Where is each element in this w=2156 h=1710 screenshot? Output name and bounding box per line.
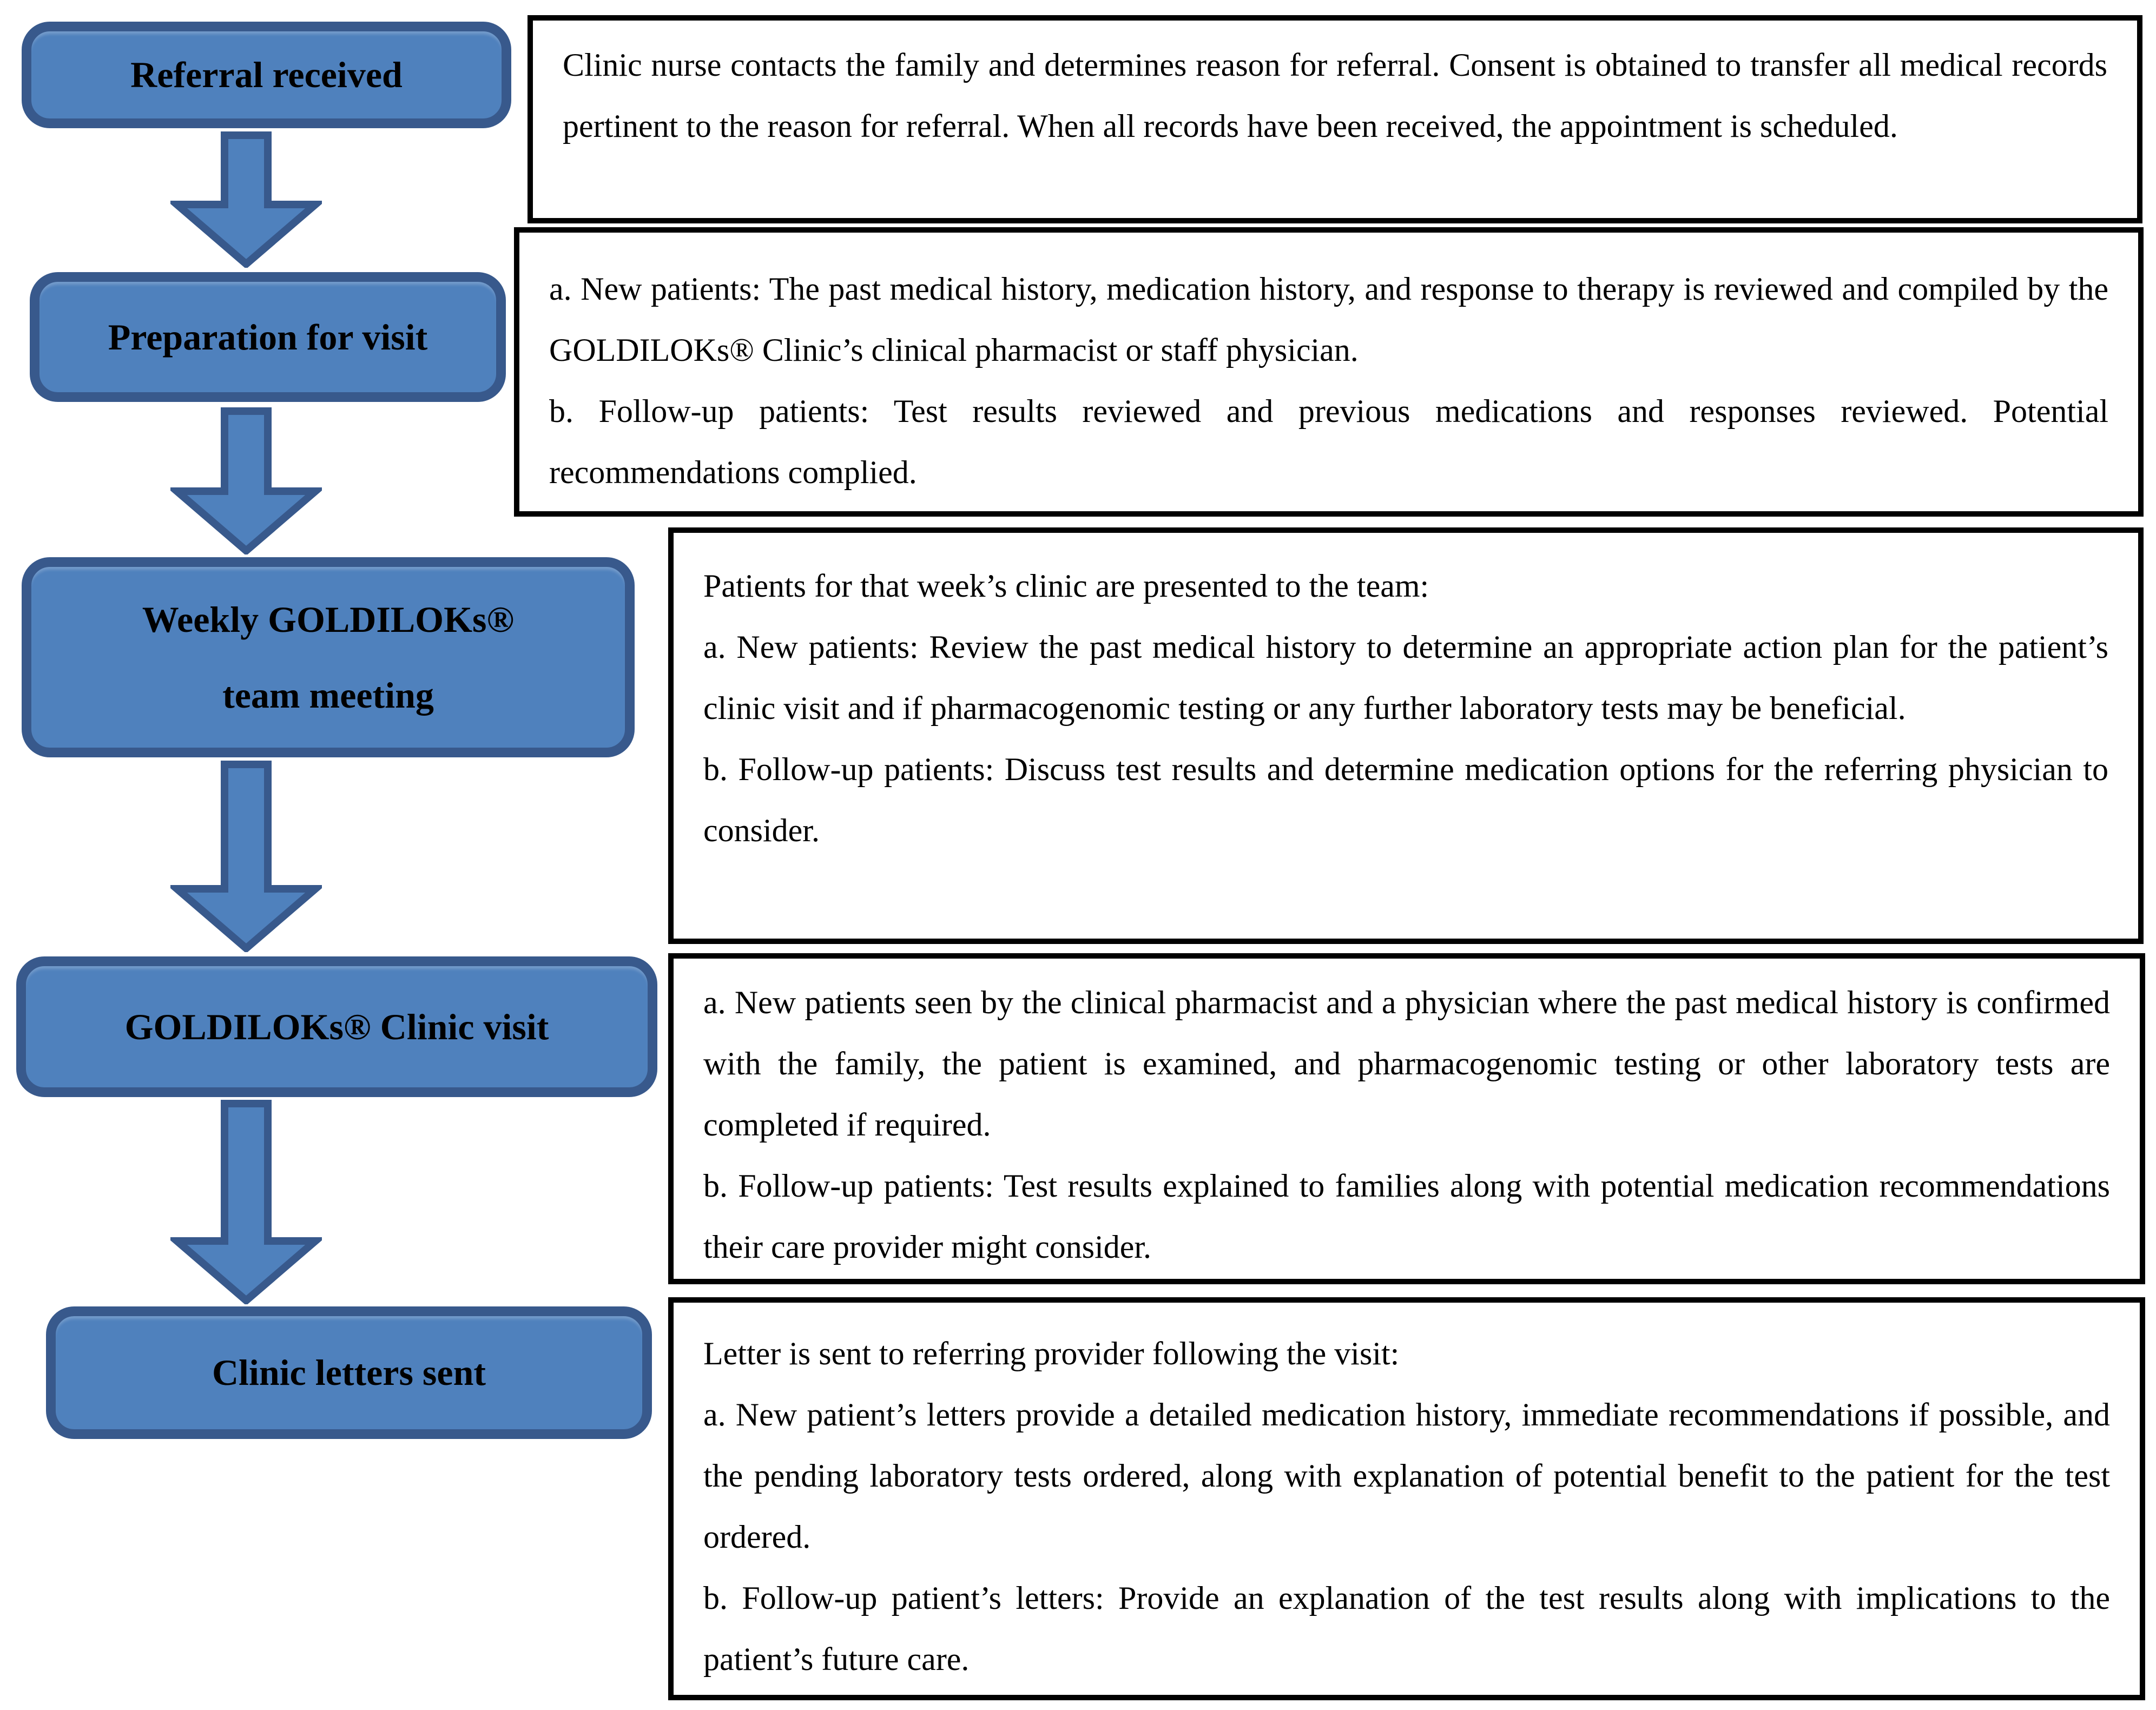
description-paragraph: Clinic nurse contacts the family and det… <box>563 47 2107 144</box>
flow-node-label: Weekly GOLDILOKs® team meeting <box>142 582 514 733</box>
flow-node-clinic-letters-sent: Clinic letters sent <box>46 1306 652 1439</box>
description-paragraph: Letter is sent to referring provider fol… <box>703 1336 1400 1371</box>
flow-node-label: GOLDILOKs® Clinic visit <box>124 1006 549 1047</box>
description-paragraph: b. Follow-up patients: Discuss test resu… <box>703 751 2108 848</box>
description-box-preparation-for-visit: a. New patients: The past medical histor… <box>514 227 2144 517</box>
description-paragraph: a. New patients seen by the clinical pha… <box>703 985 2110 1143</box>
down-arrow-icon <box>170 131 322 268</box>
flow-node-clinic-visit: GOLDILOKs® Clinic visit <box>16 956 657 1097</box>
flow-node-preparation-for-visit: Preparation for visit <box>30 272 506 402</box>
description-paragraph: a. New patients: Review the past medical… <box>703 629 2108 726</box>
description-paragraph: b. Follow-up patients: Test results expl… <box>703 1168 2110 1265</box>
description-paragraph: a. New patients: The past medical histor… <box>549 271 2108 368</box>
flow-node-label: Clinic letters sent <box>212 1352 486 1394</box>
down-arrow-icon <box>170 1100 322 1304</box>
flow-node-referral-received: Referral received <box>22 22 511 128</box>
description-paragraph: a. New patient’s letters provide a detai… <box>703 1397 2110 1555</box>
flow-node-label: Referral received <box>130 54 403 96</box>
description-paragraph: b. Follow-up patient’s letters: Provide … <box>703 1580 2110 1677</box>
description-box-weekly-team-meeting: Patients for that week’s clinic are pres… <box>668 527 2144 944</box>
flow-node-label-line2: team meeting <box>222 675 434 716</box>
description-paragraph: Patients for that week’s clinic are pres… <box>703 568 1429 604</box>
down-arrow-icon <box>170 761 322 952</box>
description-box-referral-received: Clinic nurse contacts the family and det… <box>528 15 2142 223</box>
flow-node-label: Preparation for visit <box>108 316 428 358</box>
description-paragraph: b. Follow-up patients: Test results revi… <box>549 393 2108 490</box>
description-box-clinic-letters-sent: Letter is sent to referring provider fol… <box>668 1297 2145 1700</box>
flow-node-weekly-team-meeting: Weekly GOLDILOKs® team meeting <box>22 557 635 757</box>
description-box-clinic-visit: a. New patients seen by the clinical pha… <box>668 953 2145 1284</box>
down-arrow-icon <box>170 407 322 554</box>
flow-node-label-line1: Weekly GOLDILOKs® <box>142 599 515 640</box>
